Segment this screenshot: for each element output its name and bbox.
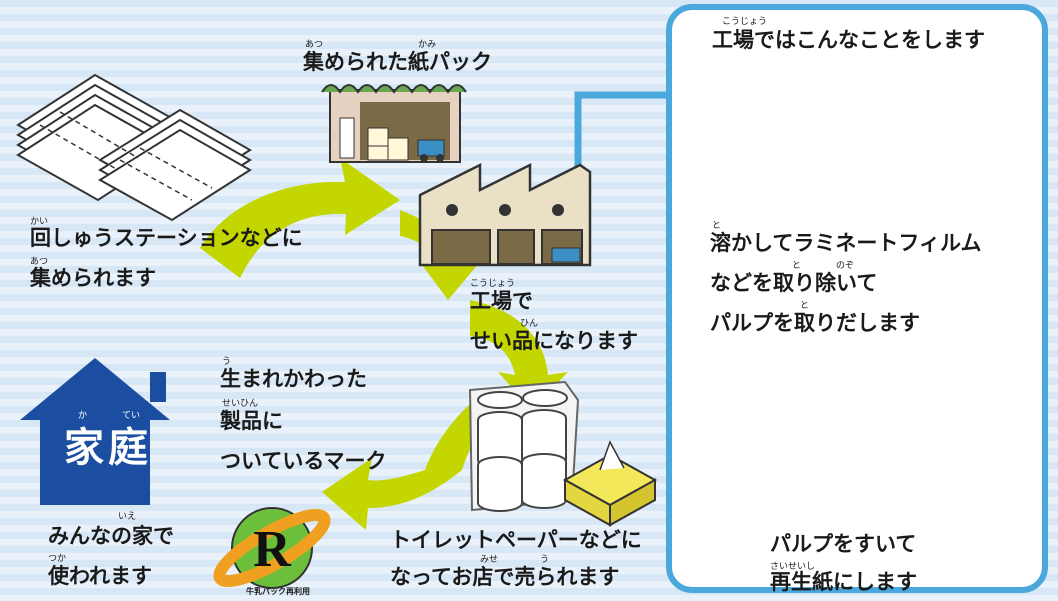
step2-line2: 再生紙にします [770,570,917,594]
ruby-u-2: う [540,555,550,565]
step2-ruby: さいせいし [770,562,816,572]
ruby-kami: かみ [418,40,437,50]
collected-cartons-label: 集められた紙パック [303,50,492,74]
ruby-tsuka: つか [48,554,67,564]
ruby-u: う [222,357,232,367]
ruby-atsu-2: あつ [30,257,49,267]
ruby-mise: みせ [480,555,499,565]
become-products-label: せい品になります [470,329,638,353]
arrow-toilet-to-mark [322,400,492,530]
mark-attached-label: ついているマーク [220,449,387,473]
step1-ruby-to2: と [792,261,802,271]
collected-label: 集められます [30,266,156,290]
house-image [20,358,170,505]
panel-title: 工場ではこんなことをします [712,28,985,52]
everyone-home-label: みんなの家で [48,524,174,548]
toilet-paper-tissue-image [468,380,658,527]
step1-line2: などを取り除いて [710,271,878,295]
step1-line1: 溶かしてラミネートフィルム [710,231,982,255]
ruby-hin: ひん [520,319,539,329]
step1-ruby-to3: と [800,301,810,311]
recycle-mark-text: 牛乳パック再利用 [246,587,310,596]
products-label: 製品に [220,409,283,433]
toilet-paper-label: トイレットペーパーなどに [390,528,642,552]
warehouse-image [321,84,467,163]
factory-connector-line [574,91,666,188]
reborn-label: 生まれかわった [220,367,367,391]
panel-title-ruby: こうじょう [722,17,768,27]
step1-line3: パルプを取りだします [710,311,920,335]
step1-ruby-nozo: のぞ [836,261,855,271]
collection-station-label: 回しゅうステーションなどに [30,226,303,250]
arrow-station-to-collected [200,158,400,278]
factory-label: 工場で [470,289,533,313]
sold-in-stores-label: なってお店で売られます [390,565,620,589]
ruby-atsu: あつ [305,40,324,50]
step1-ruby-to: と [712,221,722,231]
factory-image [418,162,592,267]
recycle-mark-icon: R [213,507,331,589]
arrow-factory-to-toilet [470,300,568,410]
ruby-tei: てい [122,411,141,421]
step2-line1: パルプをすいて [770,532,917,556]
ruby-ka: か [78,411,88,421]
household-label: 家庭 [64,425,152,471]
factory-process-panel: こうじょう 工場ではこんなことをします と 溶かしてラミネートフィルム と のぞ… [666,4,1048,593]
ruby-kai: かい [30,217,49,227]
svg-text:R: R [253,521,292,578]
used-label: 使われます [48,564,152,588]
ruby-seihin: せいひん [222,399,259,409]
ruby-ie: いえ [118,512,137,522]
ruby-koujou: こうじょう [470,279,516,289]
milk-carton-bundles-image [16,73,252,222]
